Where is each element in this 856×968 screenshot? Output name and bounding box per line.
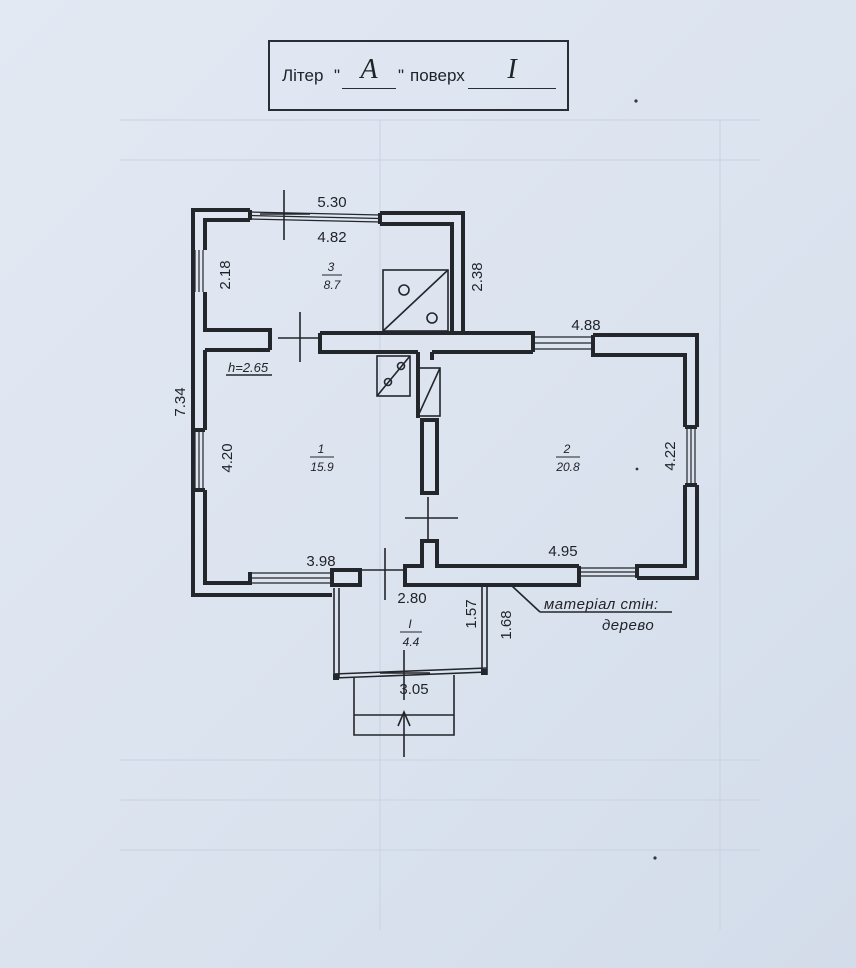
porch-number: I [408,617,412,631]
title-box: Літер " A " поверх I [268,40,569,111]
room-1-number: 1 [318,442,325,456]
window-room3-top [249,211,381,223]
window-room3-left [194,250,204,292]
porch-label: I 4.4 [400,617,422,649]
dim-porch-inner-side: 1.57 [463,599,480,628]
liter-label: Літер [282,66,324,85]
room-1-label: 1 15.9 [310,442,334,474]
room-1-area: 15.9 [310,460,334,474]
stove-room1 [376,355,441,417]
floor-label: поверх [410,66,465,85]
liter-value: A [342,54,396,89]
stove-room3 [382,269,449,332]
wall-material-value: дерево [602,617,655,634]
room-3-label: 3 8.7 [322,260,342,292]
dim-top-outer: 5.30 [317,194,346,211]
ceiling-height: h=2.65 [228,360,269,375]
window-room2-top [533,336,593,350]
dim-room3-left: 2.18 [217,260,234,289]
room-3-area: 8.7 [324,278,342,292]
window-room1-left [194,430,204,490]
dim-room2-top: 4.88 [571,317,600,334]
room-3-number: 3 [328,260,335,274]
window-room1-bottom [250,572,332,584]
main-walls [191,330,699,597]
liter-quote-close: " [398,66,405,85]
dim-left-total: 7.34 [172,387,189,416]
room-2-number: 2 [563,442,571,456]
dim-room1-bottom: 3.98 [306,553,335,570]
wall-material-label: матеріал стін: [544,596,659,613]
dim-room2-right: 4.22 [662,441,679,470]
dim-room1-height: 4.20 [219,443,236,472]
dim-room2-bottom: 4.95 [548,543,577,560]
window-room2-right [686,427,696,485]
room3-walls [191,208,465,350]
dim-top-inner: 4.82 [317,229,346,246]
dim-porch-bottom: 3.05 [399,681,428,698]
windows [194,211,696,584]
entrance-arrow-icon [397,709,411,757]
porch [333,586,488,680]
dim-room3-right: 2.38 [469,262,486,291]
room-2-label: 2 20.8 [555,442,580,474]
room-2-area: 20.8 [555,460,580,474]
dimension-ticks [260,190,458,700]
floor-value: I [468,54,556,89]
window-room2-bottom [579,567,637,577]
dim-porch-outer-side: 1.68 [498,610,515,639]
wall-material-leader [511,585,672,613]
dim-porch-top: 2.80 [397,590,426,607]
liter-quote-open: " [334,66,341,85]
background-ruling [120,119,760,930]
porch-area: 4.4 [403,635,420,649]
